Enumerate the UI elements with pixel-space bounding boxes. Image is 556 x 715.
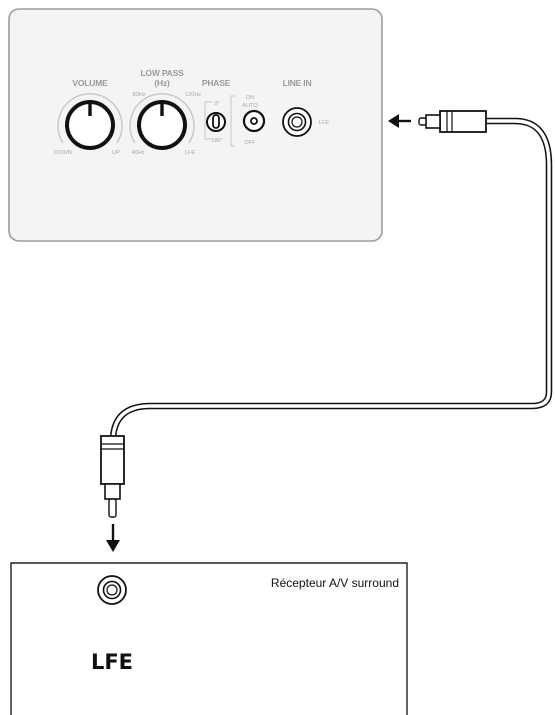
volume-max-label: UP (112, 150, 120, 156)
phase-tick-180: 180° (211, 138, 223, 144)
phase-label: PHASE (202, 78, 231, 88)
low-pass-tick-40: 40Hz (131, 150, 144, 156)
low-pass-tick-80: 80Hz (132, 92, 145, 98)
av-receiver: Récepteur A/V surround LFE (10, 562, 408, 715)
phase-tick-0: 0° (214, 101, 219, 107)
arrow-to-receiver-icon (106, 524, 120, 552)
phase-bracket (204, 101, 212, 140)
receiver-lfe-jack-center (106, 584, 118, 596)
auto-switch-on-label: ON (246, 95, 254, 101)
low-pass-scale-arc (129, 93, 195, 144)
rca-plug-bottom-pin (108, 498, 117, 518)
auto-on-off-control: ON AUTO OFF (230, 95, 266, 147)
low-pass-knob (137, 100, 187, 150)
line-in-jack-label: LFE (319, 120, 330, 126)
line-in-control: LINE IN LFE (282, 78, 330, 137)
low-pass-tick-120: 120Hz (185, 92, 201, 98)
rca-cable (109, 117, 553, 442)
low-pass-tick-lfe: LFE (185, 150, 196, 156)
low-pass-unit-label: (Hz) (154, 78, 170, 88)
arrow-down-head (106, 540, 120, 552)
auto-switch-bracket (230, 95, 235, 147)
rca-plug-top (418, 110, 487, 133)
volume-scale-arc (57, 93, 123, 144)
auto-switch-auto-label: AUTO (242, 103, 258, 109)
volume-knob (65, 100, 115, 150)
auto-switch-knob-center (250, 117, 258, 125)
receiver-lfe-label: LFE (91, 650, 133, 674)
subwoofer-panel (8, 8, 383, 242)
volume-label: VOLUME (72, 78, 108, 88)
volume-control: VOLUME DOWN UP (54, 78, 123, 156)
rca-plug-top-pin (418, 117, 427, 126)
rca-plug-top-collar (425, 114, 441, 129)
rca-plug-bottom (100, 435, 125, 518)
volume-min-label: DOWN (54, 150, 72, 156)
auto-switch-off-label: OFF (244, 140, 256, 146)
arrow-to-subwoofer-icon (388, 114, 411, 128)
low-pass-control: LOW PASS (Hz) 80Hz 120Hz 40Hz LFE (129, 68, 201, 156)
subwoofer-panel-outline (8, 8, 383, 242)
receiver-title: Récepteur A/V surround (271, 576, 399, 590)
rca-plug-bottom-body (100, 435, 125, 485)
phase-switch-toggle (212, 114, 220, 129)
cable-inner (111, 119, 551, 440)
line-in-jack-center (291, 116, 303, 128)
rca-plug-bottom-collar (104, 483, 121, 500)
line-in-label: LINE IN (283, 78, 312, 88)
phase-control: PHASE 0° 180° (202, 78, 231, 144)
low-pass-label: LOW PASS (140, 68, 184, 78)
arrow-left-head (388, 114, 399, 128)
